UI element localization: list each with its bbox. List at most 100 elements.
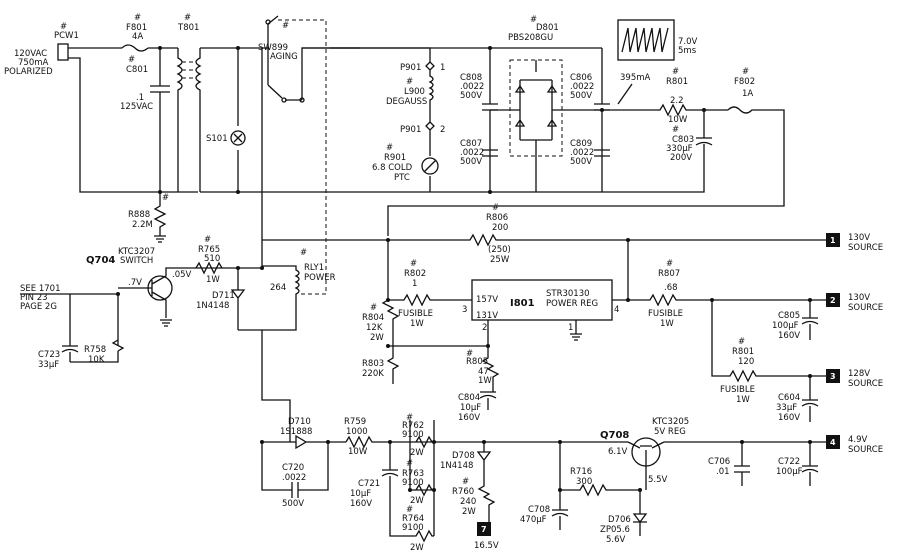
- r806-mark: #: [492, 203, 499, 213]
- q704-label: Q704: [86, 255, 115, 266]
- r804-label: R804: [362, 313, 384, 323]
- c806-value1: .0022: [570, 82, 594, 92]
- c723-value: 33µF: [38, 360, 59, 370]
- r762-value2: 2W: [410, 448, 424, 458]
- r888-resistor-icon: [153, 192, 167, 236]
- r801-resistor-icon: [602, 103, 728, 117]
- c803-value1: 330µF: [666, 144, 693, 154]
- c604-label: C604: [778, 393, 800, 403]
- r765-label: R765: [198, 245, 220, 255]
- r765-mark: #: [204, 235, 211, 245]
- c804-value1: 10µF: [460, 403, 481, 413]
- low-voltage-section: D710 1S1888 C720 .0022 500V R759 1000 10…: [260, 413, 883, 553]
- source-4-label: SOURCE: [848, 445, 883, 455]
- r807-label: R807: [658, 269, 680, 279]
- r760-value1: 240: [460, 497, 476, 507]
- d710-label: D710: [288, 417, 311, 427]
- i801-pin2-voltage: 131V: [476, 311, 498, 321]
- source-3-voltage: 128V: [848, 369, 870, 379]
- c803-label: C803: [672, 135, 694, 145]
- r807-value3: 1W: [660, 319, 674, 329]
- i801-part: STR30130: [546, 289, 590, 299]
- source-3-number: 3: [830, 372, 836, 381]
- d801-label: D801: [536, 23, 559, 33]
- see-note-line2: PIN 23: [20, 293, 48, 303]
- d711-label: D711: [212, 291, 235, 301]
- pcw1-label: PCW1: [54, 31, 79, 41]
- r760-value2: 2W: [462, 507, 476, 517]
- sw899-label: SW899: [258, 43, 288, 53]
- c721-value2: 160V: [350, 499, 372, 509]
- s101-switch-icon: [230, 130, 246, 146]
- i801-pin1: 1: [568, 323, 573, 333]
- r804-value2: 2W: [370, 333, 384, 343]
- sawtooth-wave-icon: [621, 27, 669, 53]
- r801b-label: R801: [732, 347, 754, 357]
- r802-value1: 1: [412, 279, 417, 289]
- r804-r803-resistor-icons: [381, 240, 400, 384]
- c722-label: C722: [778, 457, 800, 467]
- c808-label: C808: [460, 73, 482, 83]
- r802-resistor-icon: [388, 293, 472, 307]
- d711-part: 1N4148: [196, 301, 229, 311]
- i801-pin4: 4: [614, 305, 619, 315]
- c706-value: .01: [716, 467, 730, 477]
- r764-label: R764: [402, 514, 424, 524]
- r758-resistor-icon: [111, 339, 125, 352]
- i801-pin3-voltage: 157V: [476, 295, 498, 305]
- r759-value1: 1000: [346, 427, 368, 437]
- c721-value1: 10µF: [350, 489, 371, 499]
- r764-value1: 9100: [402, 523, 424, 533]
- r765-value2: 1W: [206, 275, 220, 285]
- c808-capacitor-icon: [482, 48, 498, 192]
- r759-resistor-icon: [345, 435, 410, 449]
- c805-label: C805: [778, 311, 800, 321]
- r806-label: R806: [486, 213, 508, 223]
- r759-label: R759: [344, 417, 366, 427]
- d708-r760-icons: [476, 442, 496, 522]
- source-3-marker: [826, 369, 840, 383]
- c723-label: C723: [38, 350, 60, 360]
- source-2-number: 2: [830, 296, 836, 305]
- d801-diode-icons: [514, 84, 558, 127]
- c808-value1: .0022: [460, 82, 484, 92]
- c807-capacitor-icon: [482, 149, 498, 157]
- r802-mark: #: [410, 259, 417, 269]
- source-7-marker: [477, 522, 491, 536]
- r806-resistor-icon: [262, 233, 826, 247]
- ac-plug-icon: [57, 43, 69, 61]
- see-note-line1: SEE 1701: [20, 284, 60, 294]
- d706-part: ZP05.6: [600, 525, 630, 535]
- relay-linkage: [278, 19, 327, 295]
- c801-label: C801: [126, 65, 148, 75]
- c708-value: 470µF: [520, 515, 547, 525]
- c806-capacitor-icon: [594, 48, 610, 192]
- r805-mark: #: [466, 349, 473, 359]
- q708-label: Q708: [600, 430, 629, 441]
- r807-value2: FUSIBLE: [648, 309, 683, 319]
- r805-label: R805: [466, 357, 488, 367]
- c804-value2: 160V: [458, 413, 480, 423]
- d706-zener-icon: [632, 490, 648, 536]
- r901-label: R901: [384, 153, 406, 163]
- d801-mark: #: [530, 15, 537, 25]
- r803-label: R803: [362, 359, 384, 369]
- r765-resistor-icon: [195, 261, 223, 275]
- source-7-voltage: 16.5V: [474, 541, 499, 551]
- d708-part: 1N4148: [440, 461, 473, 471]
- r806-value1: 200: [492, 223, 508, 233]
- p901-bottom-connector-icon: [425, 121, 435, 131]
- i801-name: POWER REG: [546, 299, 598, 309]
- c706-capacitor-icon: [734, 442, 750, 486]
- r801b-value1: 120: [738, 357, 754, 367]
- c708-label: C708: [528, 505, 550, 515]
- c721-label: C721: [358, 479, 380, 489]
- r760-label: R760: [452, 487, 474, 497]
- r888-value: 2.2M: [132, 220, 153, 230]
- r758-value: 10K: [88, 355, 105, 365]
- sw899-mark: #: [282, 21, 289, 31]
- r801-label: R801: [666, 77, 688, 87]
- t801-transformer-icon: [176, 48, 202, 192]
- r801b-value3: 1W: [736, 395, 750, 405]
- c721-capacitor-icon: [381, 442, 410, 537]
